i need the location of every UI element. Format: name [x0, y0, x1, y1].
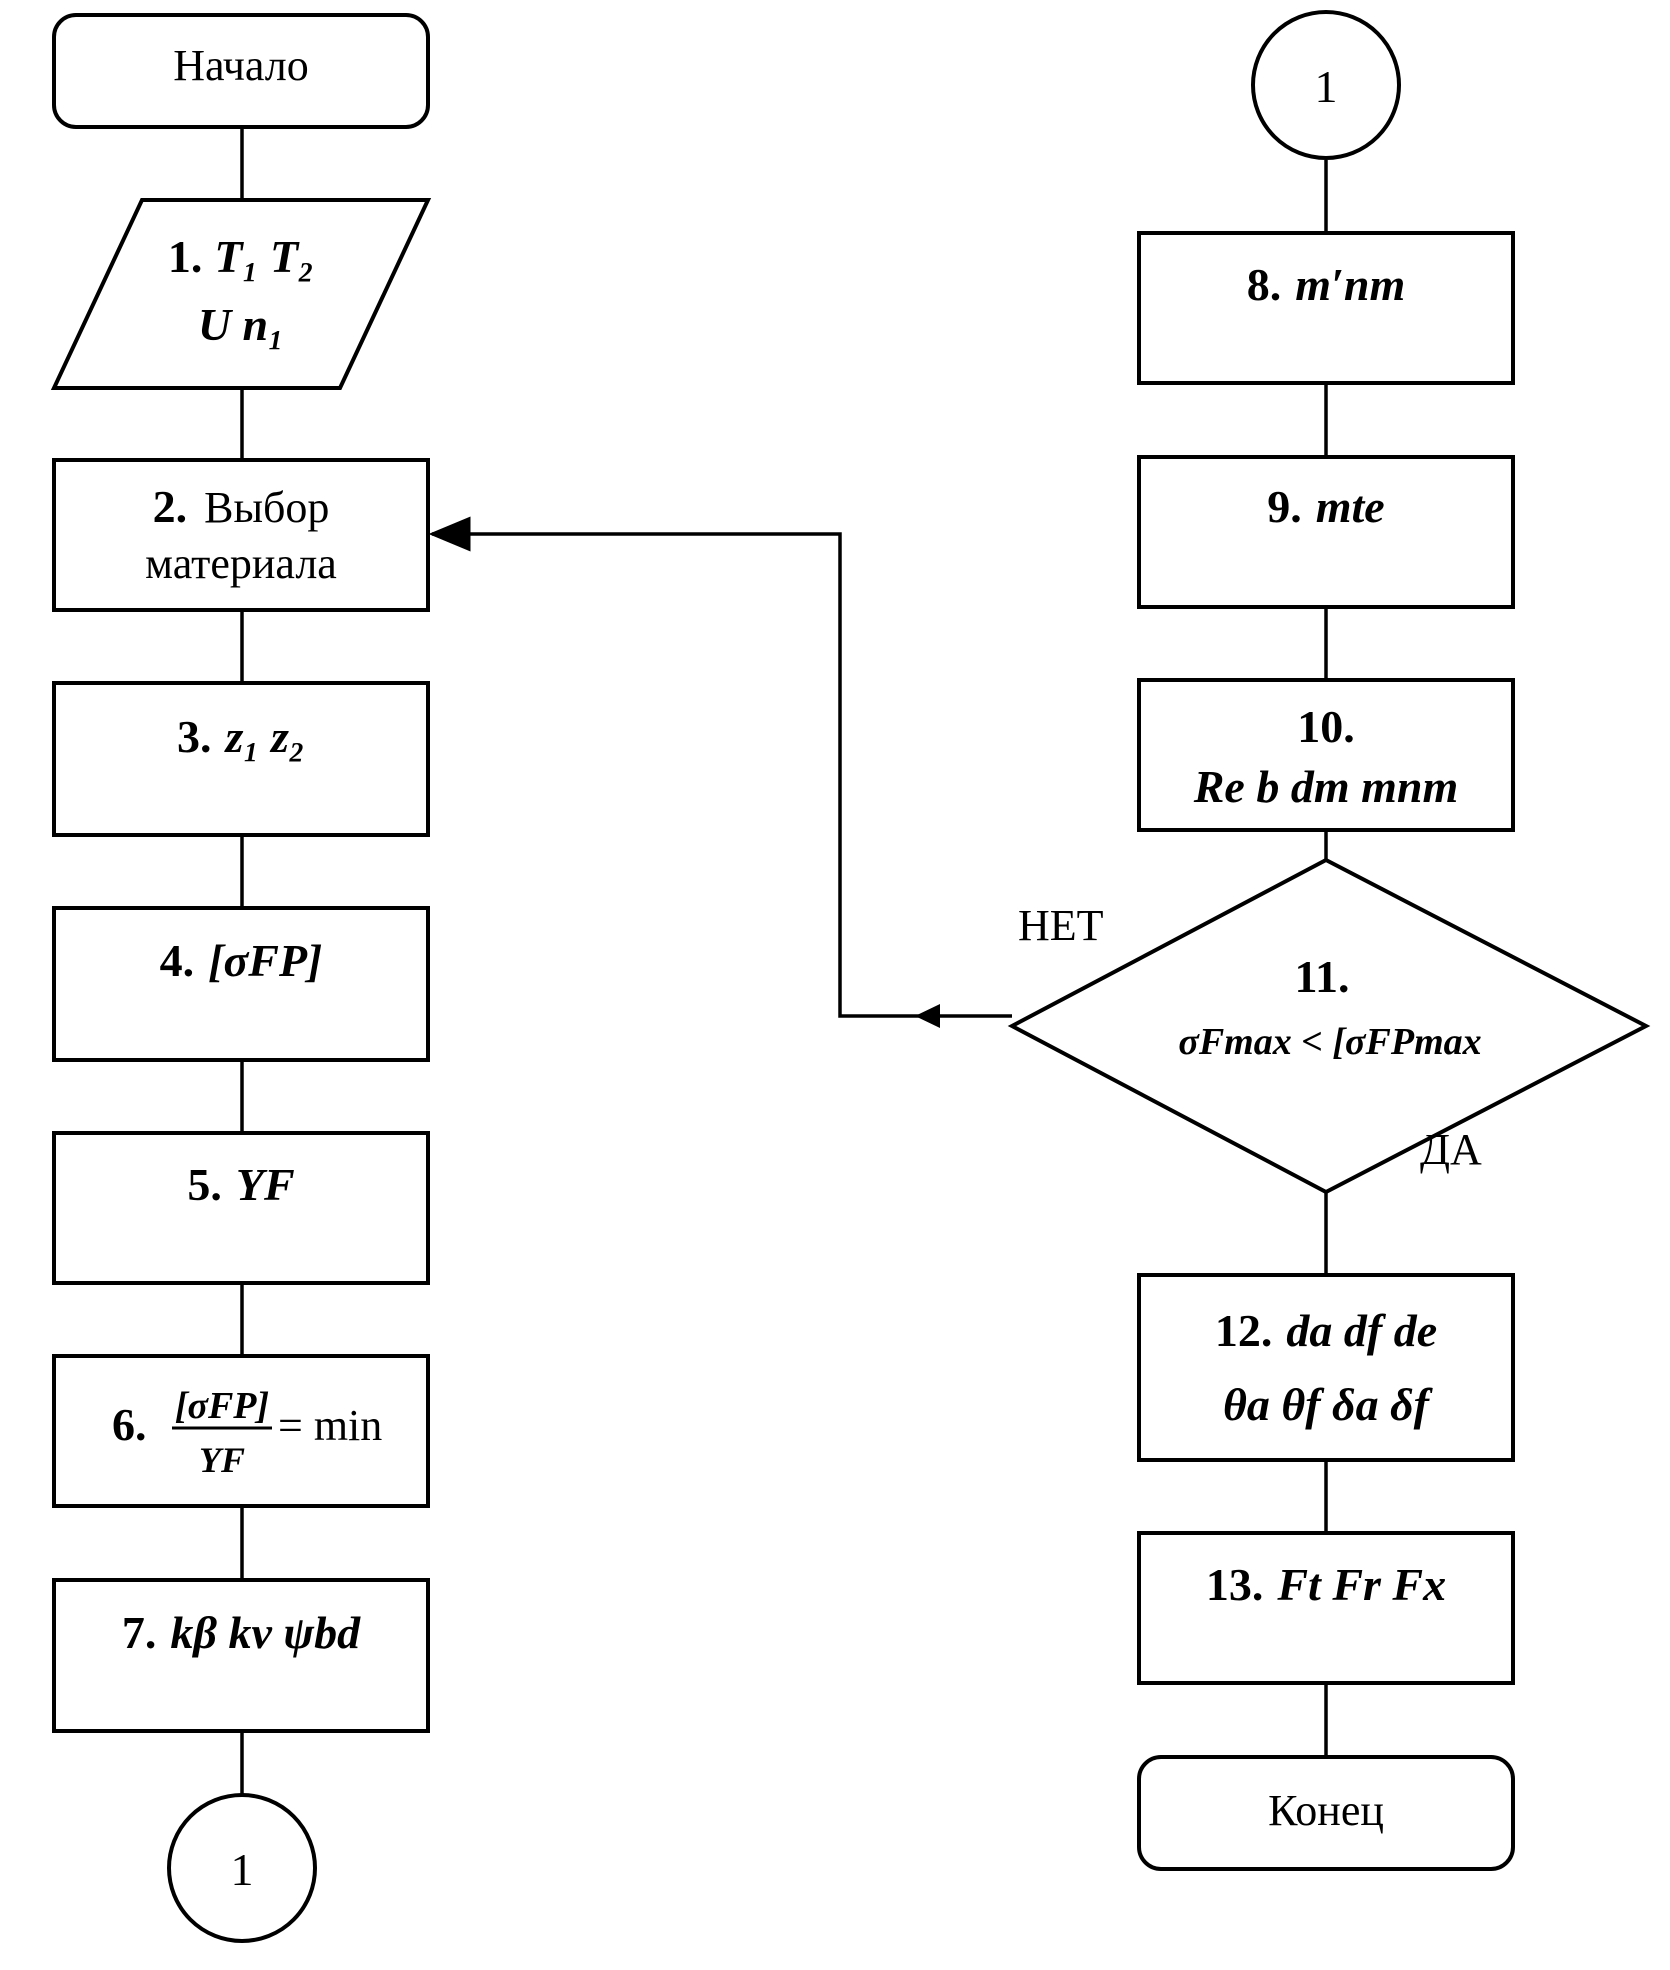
block-7: 7. kβ kv ψbd	[52, 1578, 430, 1733]
block-12-line1: da df de	[1286, 1305, 1437, 1356]
loop-arrowhead-mid	[915, 1004, 940, 1028]
block-3-number: 3.	[177, 711, 212, 762]
block-2-line1: Выбор	[204, 483, 329, 532]
svg-text:13. Ft Fr Fx: 13. Ft Fr Fx	[1206, 1559, 1446, 1610]
block-10-number: 10.	[1297, 701, 1355, 752]
block-2-number: 2.	[153, 481, 188, 532]
block-6-denominator: YF	[199, 1440, 245, 1480]
svg-text:7. kβ kv ψbd: 7. kβ kv ψbd	[122, 1607, 361, 1658]
block-7-number: 7.	[122, 1607, 157, 1658]
svg-text:4. [σFP]: 4. [σFP]	[160, 935, 323, 986]
block-2-material: 2. Выбор материала	[52, 458, 430, 612]
block-6-numerator: [σFP]	[175, 1385, 269, 1427]
block-4: 4. [σFP]	[52, 906, 430, 1062]
svg-text:1. T₁ T₂: 1. T₁ T₂	[168, 231, 314, 282]
block-4-number: 4.	[160, 935, 195, 986]
block-11-number: 11.	[1295, 951, 1350, 1002]
block-1-line1: T₁ T₂	[214, 231, 314, 282]
block-9-line1: mte	[1316, 481, 1385, 532]
block-3-line1: z₁ z₂	[224, 711, 305, 762]
block-8-line1: m′nm	[1295, 259, 1405, 310]
block-2-line2: материала	[145, 539, 337, 588]
block-6: 6. [σFP] YF = min	[52, 1354, 430, 1508]
block-1-input: 1. T₁ T₂ U n₁	[50, 198, 432, 390]
decision-yes-label: ДА	[1420, 1125, 1482, 1174]
block-7-line1: kβ kv ψbd	[170, 1607, 361, 1658]
block-12: 12. da df de θa θf δa δf	[1137, 1273, 1515, 1462]
block-5: 5. YF	[52, 1131, 430, 1285]
loop-back-arrow	[428, 516, 1012, 1028]
block-5-line1: YF	[236, 1159, 295, 1210]
block-8: 8. m′nm	[1137, 231, 1515, 385]
svg-text:12. da df de: 12. da df de	[1215, 1305, 1437, 1356]
connector-on-right: 1	[1251, 10, 1401, 160]
connector-right-label: 1	[1315, 61, 1338, 112]
block-1-number: 1.	[168, 231, 203, 282]
block-4-line1: [σFP]	[208, 935, 322, 986]
end-label: Конец	[1268, 1786, 1384, 1835]
block-9-number: 9.	[1267, 481, 1302, 532]
block-12-number: 12.	[1215, 1305, 1273, 1356]
block-10-line1: Re b dm mnm	[1193, 761, 1459, 812]
block-11-condition: σFmax < [σFPmax	[1178, 1021, 1481, 1063]
svg-text:3. z₁ z₂: 3. z₁ z₂	[177, 711, 305, 762]
block-13: 13. Ft Fr Fx	[1137, 1531, 1515, 1685]
block-13-line1: Ft Fr Fx	[1276, 1559, 1446, 1610]
decision-no-label: НЕТ	[1018, 901, 1104, 950]
block-6-rhs: = min	[278, 1401, 382, 1450]
start-label: Начало	[173, 41, 309, 90]
block-13-number: 13.	[1206, 1559, 1264, 1610]
block-8-number: 8.	[1247, 259, 1282, 310]
block-9: 9. mte	[1137, 455, 1515, 609]
block-5-number: 5.	[187, 1159, 222, 1210]
block-3: 3. z₁ z₂	[52, 681, 430, 837]
svg-text:2. Выбор: 2. Выбор	[153, 481, 330, 532]
svg-text:5. YF: 5. YF	[187, 1159, 294, 1210]
block-12-line2: θa θf δa δf	[1223, 1379, 1434, 1430]
block-10: 10. Re b dm mnm	[1137, 678, 1515, 832]
block-11-decision: 11. σFmax < [σFPmax	[1007, 857, 1651, 1195]
connector-left-label: 1	[231, 1844, 254, 1895]
block-1-line2: U n₁	[198, 299, 284, 350]
end-terminator: Конец	[1137, 1755, 1515, 1871]
block-6-number: 6.	[112, 1399, 147, 1450]
svg-text:9. mte: 9. mte	[1267, 481, 1384, 532]
start-terminator: Начало	[52, 13, 430, 129]
connector-off-left: 1	[167, 1793, 317, 1943]
svg-text:8. m′nm: 8. m′nm	[1247, 259, 1406, 310]
